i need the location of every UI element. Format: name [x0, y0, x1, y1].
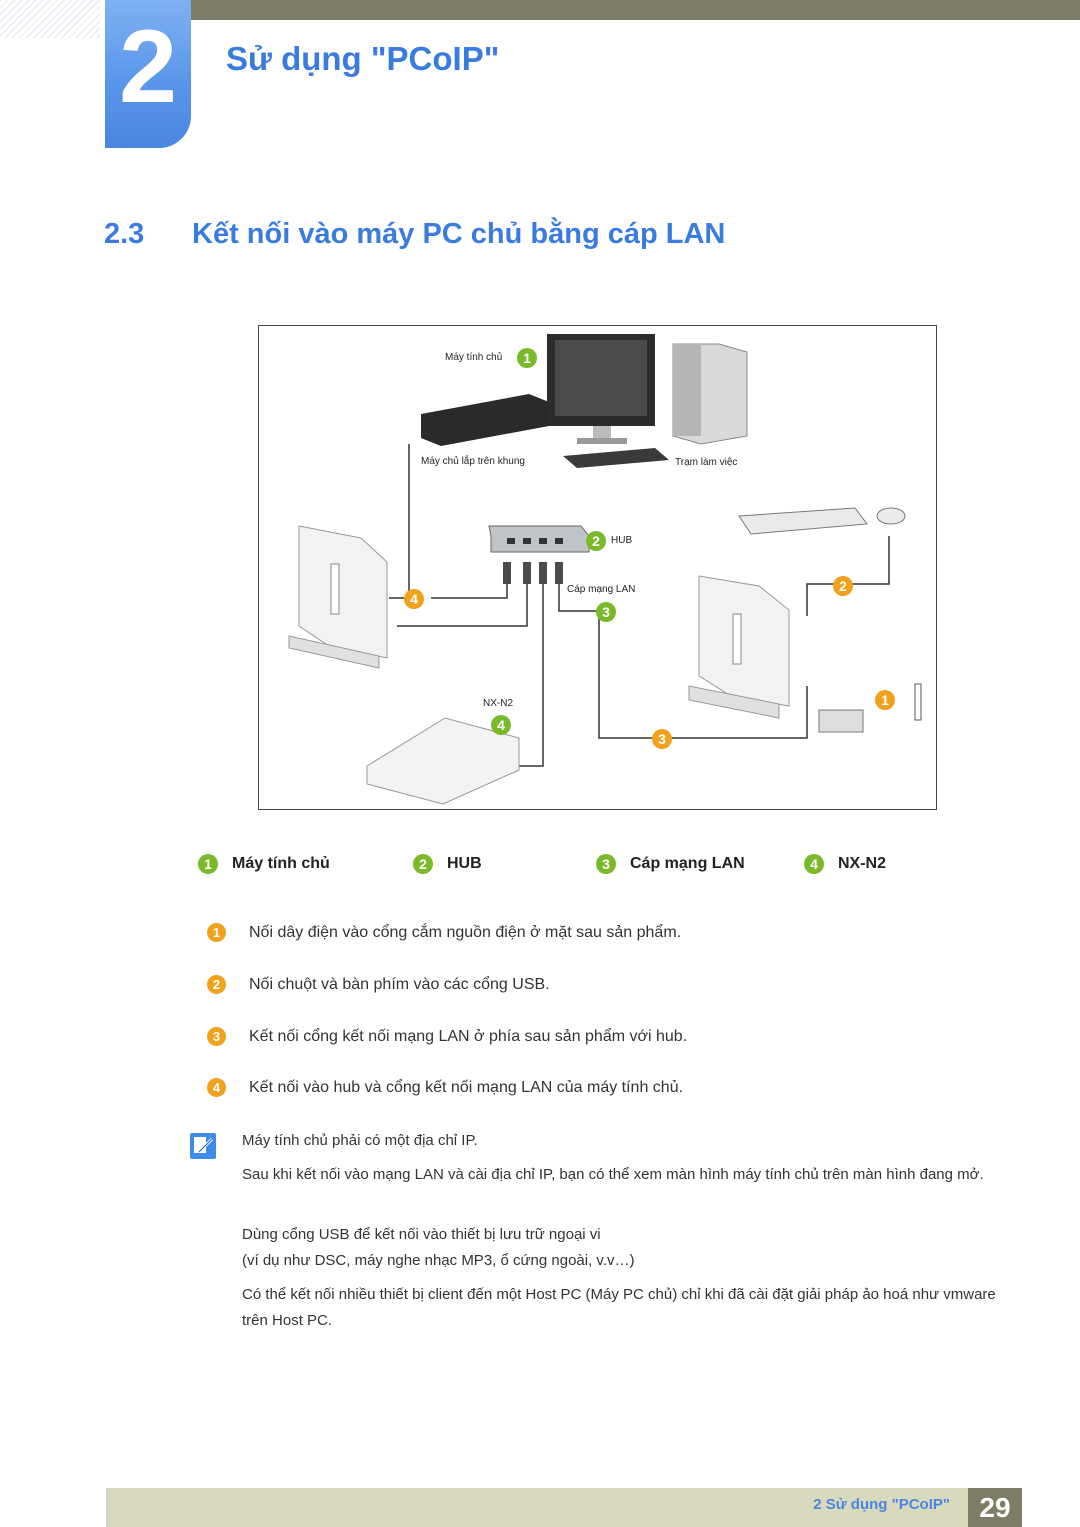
step-badge: 1 [207, 923, 226, 942]
note-1: Máy tính chủ phải có một địa chỉ IP. [242, 1132, 478, 1149]
note-3: Dùng cổng USB để kết nối vào thiết bị lư… [242, 1226, 601, 1243]
section-title: Kết nối vào máy PC chủ bằng cáp LAN [192, 218, 726, 250]
legend-label: NX-N2 [838, 855, 887, 872]
legend-label: Cáp mạng LAN [630, 855, 745, 872]
diagram-legend: 1 Máy tính chủ 2 HUB 3 Cáp mạng LAN 4 NX… [0, 854, 1080, 878]
step-text: Nối chuột và bàn phím vào các cổng USB. [249, 975, 550, 993]
badge-nx-n2: 4 [491, 715, 511, 735]
badge-usb: 2 [833, 576, 853, 596]
diagram-illustration [288, 334, 922, 805]
note-2: Sau khi kết nối vào mạng LAN và cài địa … [242, 1166, 984, 1183]
chapter-title: Sử dụng "PCoIP" [226, 40, 500, 77]
label-nx-n2: NX-N2 [483, 698, 514, 709]
badge-lan-port: 3 [652, 729, 672, 749]
header-hatch [0, 0, 100, 38]
legend-item-host: 1 Máy tính chủ [198, 854, 330, 874]
step-2: 2 Nối chuột và bàn phím vào các cổng USB… [207, 975, 550, 994]
pencil-icon [194, 1137, 214, 1154]
section-number: 2.3 [104, 218, 145, 250]
page-number: 29 [968, 1488, 1022, 1527]
label-workstation: Trạm làm việc [675, 457, 738, 468]
legend-badge: 2 [413, 854, 433, 874]
badge-nx-n2-left: 4 [404, 589, 424, 609]
label-host: Máy tính chủ [445, 352, 503, 363]
footer-bar [106, 1488, 1022, 1527]
step-text: Nối dây điện vào cổng cắm nguồn điện ở m… [249, 923, 682, 941]
step-badge: 2 [207, 975, 226, 994]
badge-host: 1 [517, 348, 537, 368]
legend-item-lan-cable: 3 Cáp mạng LAN [596, 854, 745, 874]
note-5: Có thể kết nối nhiều thiết bị client đến… [242, 1286, 996, 1329]
label-lan-cable: Cáp mạng LAN [567, 584, 636, 595]
step-text: Kết nối cổng kết nối mạng LAN ở phía sau… [249, 1027, 688, 1045]
legend-label: Máy tính chủ [232, 855, 330, 872]
step-badge: 4 [207, 1078, 226, 1097]
badge-hub: 2 [586, 531, 606, 551]
footer-chapter: 2 Sử dụng "PCoIP" [813, 1496, 950, 1513]
connection-diagram: Máy tính chủ 1 Máy chủ lắp trên khung Tr… [258, 325, 937, 810]
label-rack-server: Máy chủ lắp trên khung [421, 456, 525, 467]
step-text: Kết nối vào hub và cổng kết nối mạng LAN… [249, 1078, 684, 1096]
legend-label: HUB [447, 855, 482, 872]
badge-lan-cable: 3 [596, 602, 616, 622]
step-3: 3 Kết nối cổng kết nối mạng LAN ở phía s… [207, 1027, 687, 1046]
legend-item-hub: 2 HUB [413, 854, 482, 874]
chapter-tab: 2 [105, 0, 191, 148]
step-4: 4 Kết nối vào hub và cổng kết nối mạng L… [207, 1078, 683, 1097]
header-bar [190, 0, 1080, 20]
step-1: 1 Nối dây điện vào cổng cắm nguồn điện ở… [207, 923, 681, 942]
legend-badge: 3 [596, 854, 616, 874]
badge-power: 1 [875, 690, 895, 710]
note-4: (ví dụ như DSC, máy nghe nhạc MP3, ổ cứn… [242, 1252, 635, 1269]
section-heading: 2.3 Kết nối vào máy PC chủ bằng cáp LAN [104, 218, 725, 251]
legend-item-nx-n2: 4 NX-N2 [804, 854, 886, 874]
step-badge: 3 [207, 1027, 226, 1046]
chapter-number: 2 [119, 9, 177, 125]
note-icon [190, 1133, 216, 1159]
legend-badge: 1 [198, 854, 218, 874]
legend-badge: 4 [804, 854, 824, 874]
label-hub: HUB [611, 535, 633, 546]
